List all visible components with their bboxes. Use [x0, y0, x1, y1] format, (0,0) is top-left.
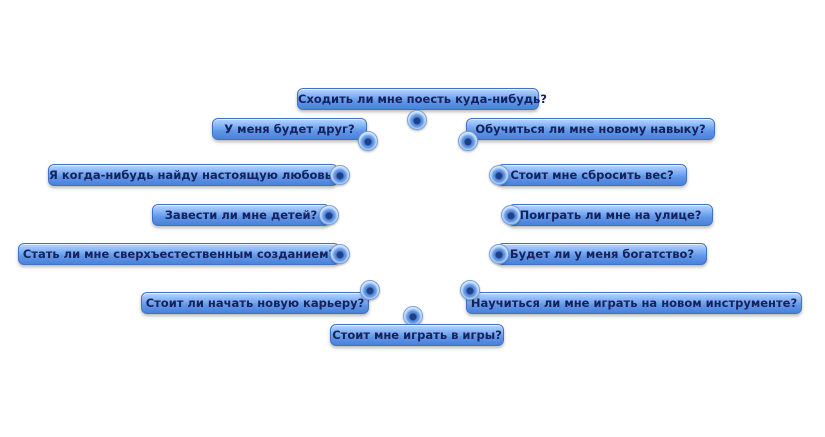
option-label: Стоит мне играть в игры? [332, 328, 502, 342]
option-label: Стоит мне сбросить вес? [510, 168, 674, 182]
option-label: Завести ли мне детей? [164, 208, 318, 222]
option-play-outside[interactable]: Поиграть ли мне на улице? [508, 204, 713, 226]
option-be-rich[interactable]: Будет ли у меня богатство? [497, 243, 707, 265]
connector-knob-icon [403, 306, 423, 326]
option-become-supernatural[interactable]: Стать ли мне сверхъестественным создание… [18, 243, 340, 265]
option-lose-weight[interactable]: Стоит мне сбросить вес? [497, 164, 687, 186]
option-label: Обучиться ли мне новому навыку? [475, 122, 706, 136]
option-label: Будет ли у меня богатство? [509, 247, 695, 261]
connector-knob-icon [407, 110, 427, 130]
option-label: Сходить ли мне поесть куда-нибудь? [298, 92, 547, 106]
option-have-kids[interactable]: Завести ли мне детей? [152, 204, 330, 226]
option-label: Поиграть ли мне на улице? [519, 208, 702, 222]
option-have-friend[interactable]: У меня будет друг? [212, 118, 367, 140]
option-go-eat-out[interactable]: Сходить ли мне поесть куда-нибудь? [297, 88, 547, 110]
option-learn-skill[interactable]: Обучиться ли мне новому навыку? [466, 118, 715, 140]
option-play-games[interactable]: Стоит мне играть в игры? [330, 324, 504, 346]
option-label: Стать ли мне сверхъестественным создание… [22, 247, 336, 261]
option-label: Научиться ли мне играть на новом инструм… [470, 296, 798, 310]
option-label: Я когда-нибудь найду настоящую любовь? [49, 168, 339, 182]
option-label: Стоит ли начать новую карьеру? [145, 296, 365, 310]
option-learn-instrument[interactable]: Научиться ли мне играть на новом инструм… [466, 292, 802, 314]
option-find-love[interactable]: Я когда-нибудь найду настоящую любовь? [48, 164, 339, 186]
option-new-career[interactable]: Стоит ли начать новую карьеру? [141, 292, 369, 314]
option-label: У меня будет друг? [224, 122, 355, 136]
